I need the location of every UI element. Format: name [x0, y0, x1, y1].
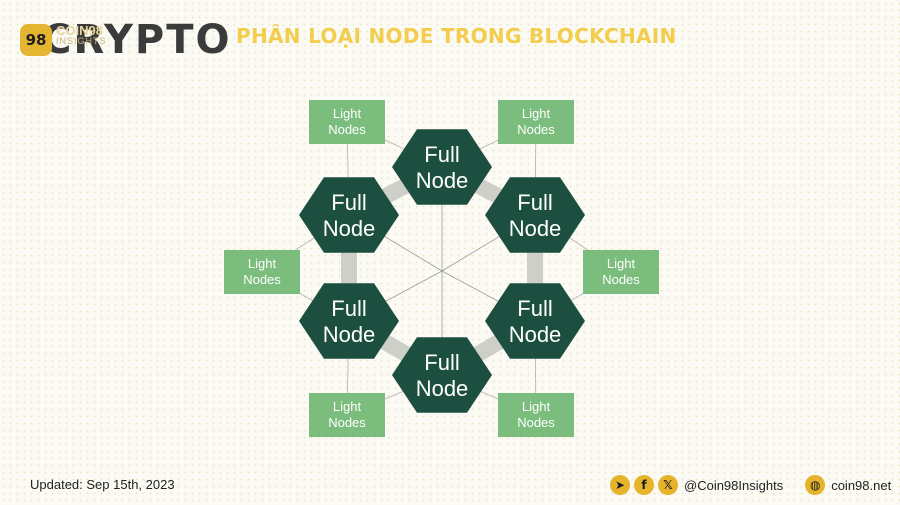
light-node-box: [224, 250, 300, 294]
light-node-label-line2: Nodes: [517, 122, 555, 137]
connector-pad: [341, 246, 357, 290]
full-node-label-line1: Full: [331, 190, 366, 215]
full-node-label-line1: Full: [517, 190, 552, 215]
full-node-label-line2: Node: [323, 216, 376, 241]
light-node-label-line1: Light: [333, 106, 362, 121]
light-node-box: [498, 393, 574, 437]
light-node-label-line1: Light: [522, 106, 551, 121]
social-links: ➤ f 𝕏 @Coin98Insights ◍ coin98.net: [610, 474, 891, 496]
full-node-hexagon: [485, 283, 585, 359]
light-nodes: LightNodesLightNodesLightNodesLightNodes…: [224, 100, 659, 437]
light-node-box: [309, 100, 385, 144]
full-node-hexagon: [392, 129, 492, 205]
logo-text: COIN98 INSIGHTS: [56, 23, 107, 47]
logo-name: COIN98: [56, 23, 103, 38]
brand-logo: CRYPTO 98 COIN98 INSIGHTS: [20, 16, 230, 64]
light-node-label-line2: Nodes: [517, 415, 555, 430]
brand-wordmark: CRYPTO: [42, 17, 232, 63]
full-node-label-line1: Full: [517, 296, 552, 321]
globe-icon: ◍: [805, 475, 826, 495]
light-node-box: [498, 100, 574, 144]
light-node-label-line1: Light: [522, 399, 551, 414]
full-node-label-line2: Node: [509, 322, 562, 347]
facebook-icon[interactable]: f: [634, 475, 654, 495]
full-node-label-line1: Full: [424, 142, 459, 167]
full-node-label-line2: Node: [416, 168, 469, 193]
telegram-icon[interactable]: ➤: [610, 475, 630, 495]
light-node-box: [309, 393, 385, 437]
full-node-hexagon: [485, 177, 585, 253]
light-node-label-line1: Light: [248, 256, 277, 271]
light-node-label-line2: Nodes: [328, 122, 366, 137]
light-node-label-line2: Nodes: [243, 272, 281, 287]
light-node-label-line2: Nodes: [328, 415, 366, 430]
light-node-label-line1: Light: [333, 399, 362, 414]
full-node-hexagon: [299, 283, 399, 359]
full-nodes: FullNodeFullNodeFullNodeFullNodeFullNode…: [299, 129, 585, 413]
coin98-logo-icon: 98: [20, 24, 52, 56]
logo-tag: INSIGHTS: [56, 36, 107, 46]
light-node-label-line2: Nodes: [602, 272, 640, 287]
full-node-label-line2: Node: [416, 376, 469, 401]
connector-pad: [527, 246, 543, 290]
full-node-hexagon: [392, 337, 492, 413]
full-node-label-line1: Full: [424, 350, 459, 375]
social-handle[interactable]: @Coin98Insights: [684, 477, 784, 493]
updated-date: Updated: Sep 15th, 2023: [30, 477, 175, 492]
page-title: PHÂN LOẠI NODE TRONG BLOCKCHAIN: [236, 24, 677, 48]
full-node-label-line2: Node: [323, 322, 376, 347]
full-node-label-line1: Full: [331, 296, 366, 321]
light-node-box: [583, 250, 659, 294]
light-node-label-line1: Light: [607, 256, 636, 271]
website-link[interactable]: coin98.net: [831, 477, 892, 493]
x-icon[interactable]: 𝕏: [658, 475, 678, 495]
full-node-label-line2: Node: [509, 216, 562, 241]
full-node-hexagon: [299, 177, 399, 253]
